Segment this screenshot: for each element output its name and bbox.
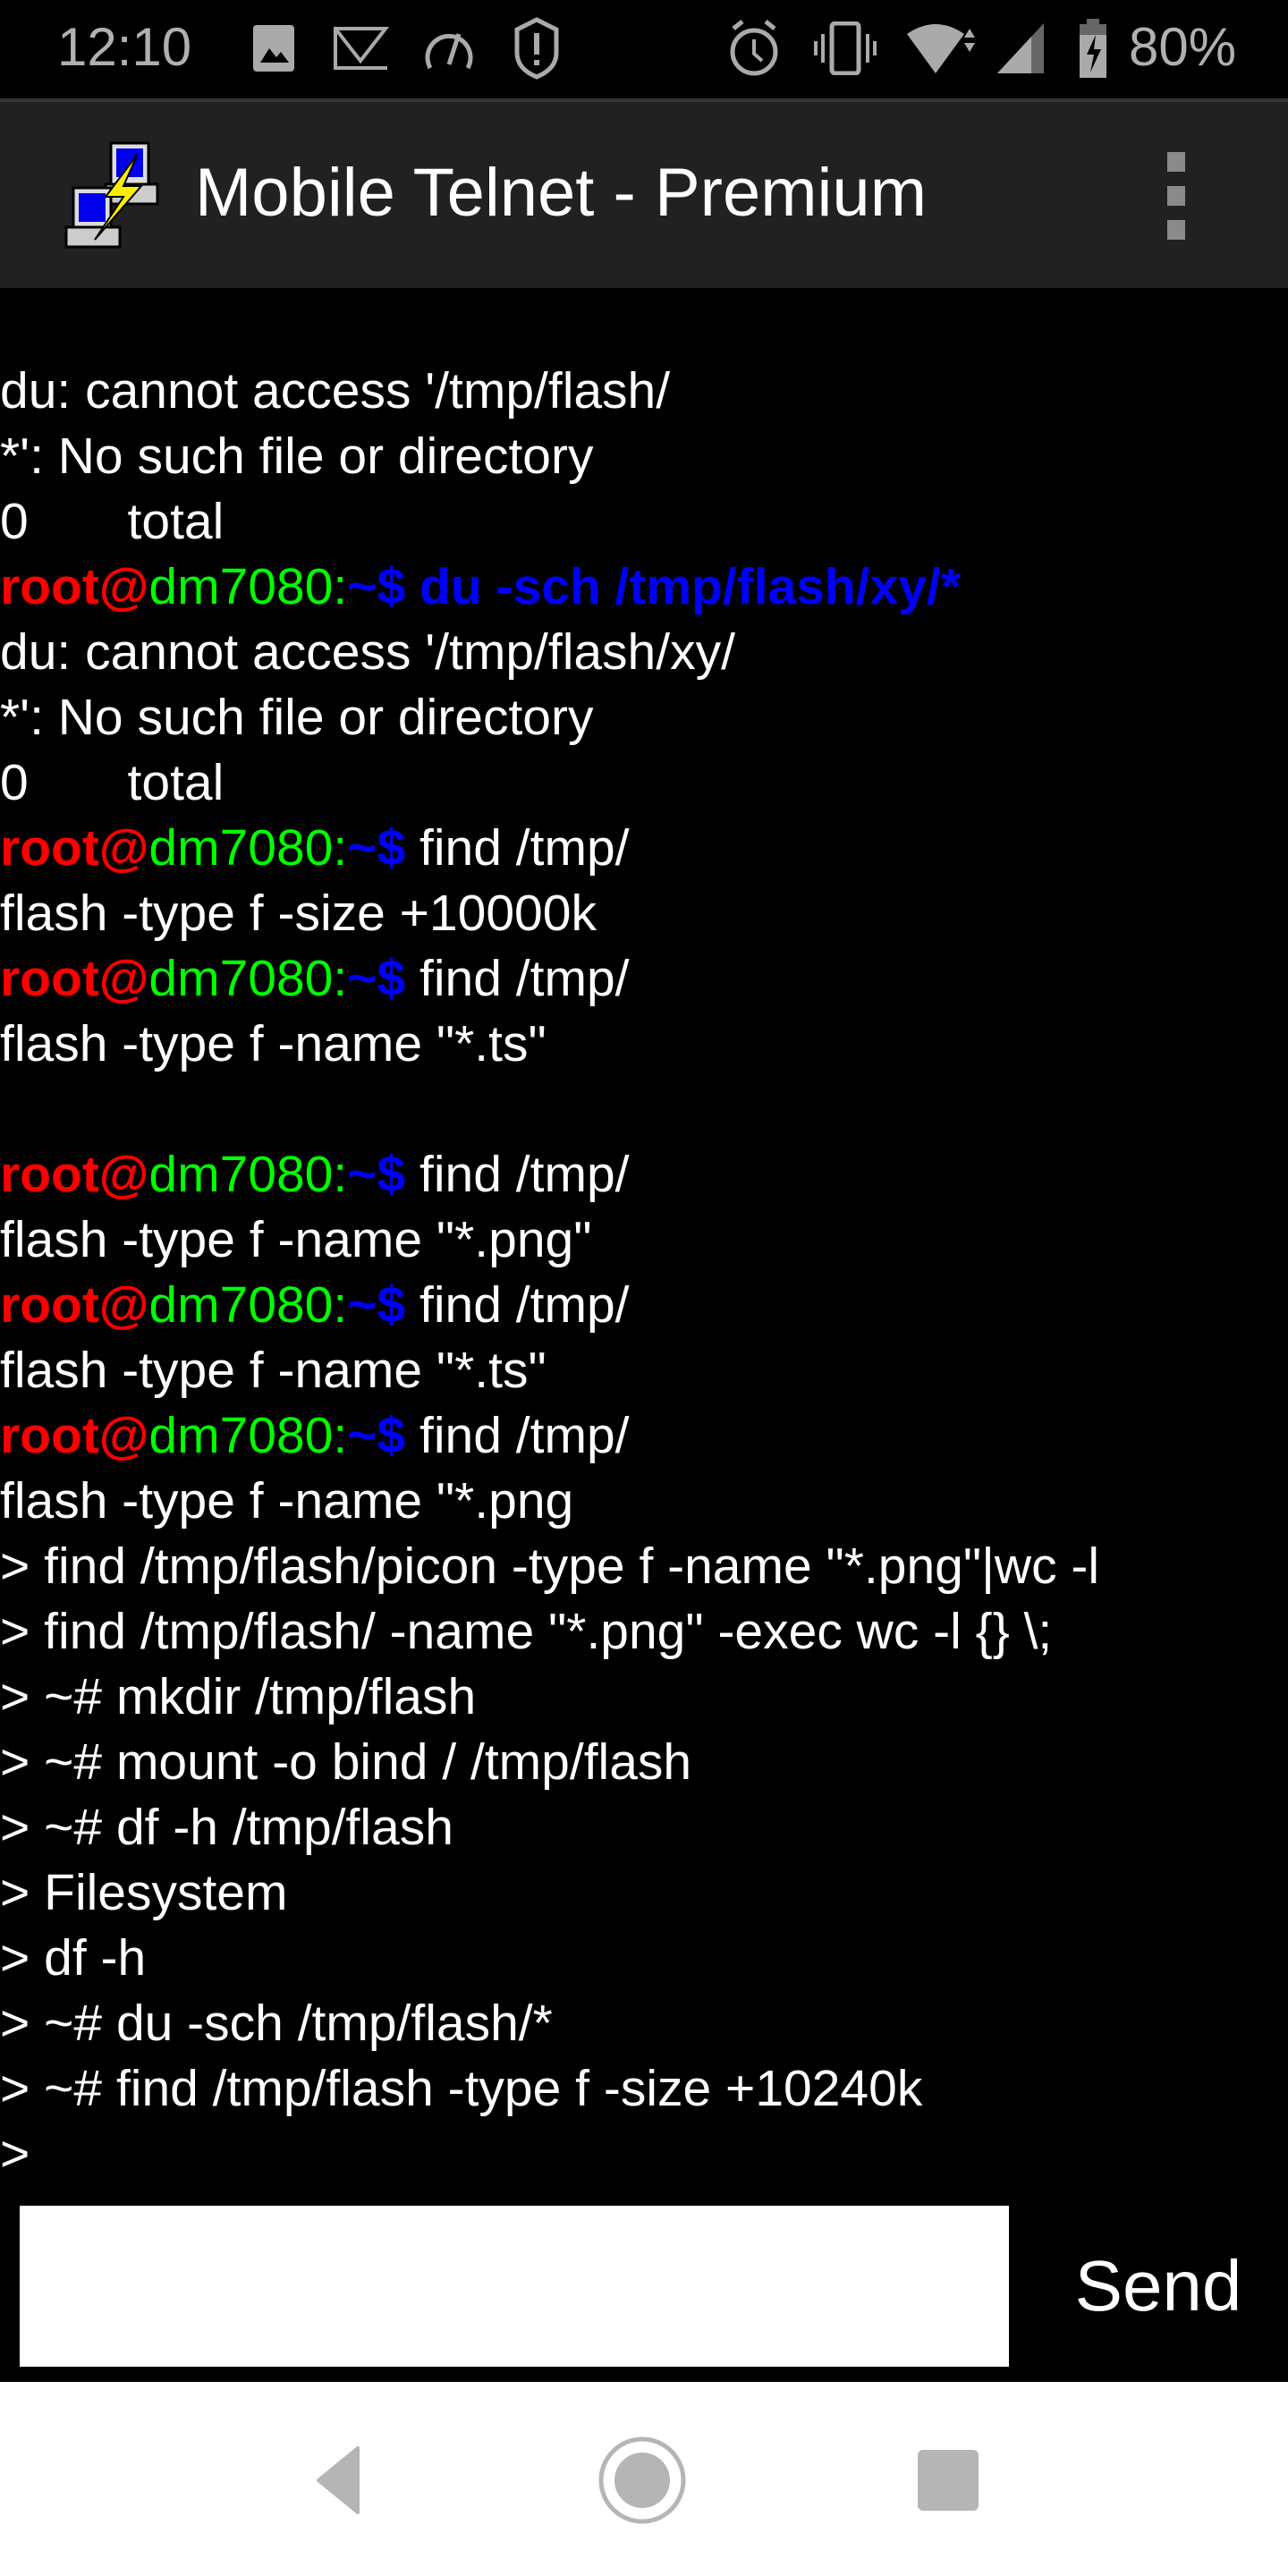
- output-text: >: [0, 2125, 30, 2182]
- prompt-host: dm7080:: [148, 558, 348, 615]
- output-text: flash -type f -size +10000k: [0, 885, 597, 942]
- terminal-line: root@dm7080:~$ find /tmp/: [0, 1403, 1288, 1469]
- prompt-path: ~$: [347, 1407, 406, 1464]
- output-text: find /tmp/: [405, 950, 630, 1007]
- prompt-host: dm7080:: [148, 1276, 348, 1334]
- output-text: > ~# find /tmp/flash -type f -size +1024…: [0, 2060, 923, 2117]
- output-text: 0 total: [0, 754, 225, 811]
- terminal-line: > ~# mount -o bind / /tmp/flash: [0, 1730, 1288, 1795]
- terminal-line: root@dm7080:~$ find /tmp/: [0, 1142, 1288, 1208]
- speedometer-icon: [422, 20, 476, 77]
- send-button[interactable]: Send: [1038, 2206, 1279, 2367]
- image-icon: [250, 20, 297, 77]
- output-text: find /tmp/: [405, 1276, 630, 1334]
- terminal-line: [0, 1077, 1288, 1142]
- terminal-line: root@dm7080:~$ du -sch /tmp/flash/xy/*: [0, 555, 1288, 620]
- mail-icon: [333, 20, 390, 77]
- prompt-path: ~$: [347, 950, 406, 1007]
- back-icon[interactable]: [297, 2436, 386, 2525]
- terminal-line: > df -h: [0, 1926, 1288, 1991]
- signal-icon: [995, 20, 1046, 77]
- terminal-line: du: cannot access '/tmp/flash/xy/: [0, 620, 1288, 685]
- battery-charging-icon: [1077, 16, 1109, 80]
- output-text: 0 total: [0, 493, 225, 550]
- terminal-line: *': No such file or directory: [0, 424, 1288, 489]
- terminal-line: flash -type f -name "*.ts": [0, 1012, 1288, 1077]
- terminal-output[interactable]: du: cannot access '/tmp/flash/ *': No suc…: [0, 288, 1288, 2184]
- terminal-line: > ~# mkdir /tmp/flash: [0, 1665, 1288, 1730]
- prompt-host: dm7080:: [148, 1407, 348, 1464]
- battery-percent: 80%: [1129, 17, 1237, 77]
- prompt-path: ~$ du -sch /tmp/flash/xy/*: [347, 558, 961, 615]
- command-input[interactable]: [20, 2206, 1009, 2367]
- home-icon[interactable]: [597, 2436, 687, 2525]
- output-text: > ~# mount -o bind / /tmp/flash: [0, 1733, 692, 1791]
- output-text: > Filesystem: [0, 1864, 288, 1921]
- prompt-host: dm7080:: [148, 1146, 348, 1203]
- output-text: flash -type f -name "*.png: [0, 1472, 574, 1530]
- terminal-line: flash -type f -name "*.png": [0, 1208, 1288, 1273]
- prompt-user: root@: [0, 1276, 149, 1334]
- terminal-line: *': No such file or directory: [0, 685, 1288, 750]
- prompt-host: dm7080:: [148, 819, 348, 877]
- telnet-computers-icon: [55, 134, 172, 250]
- output-text: > ~# df -h /tmp/flash: [0, 1799, 453, 1856]
- prompt-user: root@: [0, 558, 149, 615]
- terminal-line: > Filesystem: [0, 1860, 1288, 1926]
- output-text: find /tmp/: [405, 819, 630, 877]
- shield-alert-icon: [512, 13, 562, 84]
- output-text: *': No such file or directory: [0, 689, 594, 746]
- terminal-line: 0 total: [0, 750, 1288, 816]
- prompt-user: root@: [0, 1146, 149, 1203]
- terminal-line: du: cannot access '/tmp/flash/: [0, 359, 1288, 424]
- terminal-line: > ~# find /tmp/flash -type f -size +1024…: [0, 2056, 1288, 2122]
- output-text: du: cannot access '/tmp/flash/xy/: [0, 623, 735, 681]
- terminal-line: flash -type f -name "*.ts": [0, 1338, 1288, 1403]
- output-text: > find /tmp/flash/picon -type f -name "*…: [0, 1538, 1100, 1595]
- overflow-menu-icon[interactable]: [1158, 152, 1194, 242]
- terminal-line: root@dm7080:~$ find /tmp/: [0, 816, 1288, 881]
- status-bar: 12:10 80%: [0, 0, 1288, 97]
- output-text: > find /tmp/flash/ -name "*.png" -exec w…: [0, 1603, 1053, 1660]
- output-text: du: cannot access '/tmp/flash/: [0, 362, 671, 419]
- terminal-line: 0 total: [0, 489, 1288, 555]
- output-text: flash -type f -name "*.ts": [0, 1015, 547, 1072]
- terminal-line: flash -type f -name "*.png: [0, 1469, 1288, 1534]
- output-text: find /tmp/: [405, 1146, 630, 1203]
- recents-icon[interactable]: [903, 2436, 993, 2525]
- terminal-line: root@dm7080:~$ find /tmp/: [0, 946, 1288, 1012]
- prompt-host: dm7080:: [148, 950, 348, 1007]
- prompt-path: ~$: [347, 1146, 406, 1203]
- vibrate-icon: [812, 20, 878, 77]
- output-text: flash -type f -name "*.png": [0, 1211, 592, 1268]
- wifi-icon: [905, 20, 980, 77]
- navigation-bar: [0, 2382, 1288, 2576]
- app-bar: [0, 98, 1288, 288]
- terminal-line: > ~# du -sch /tmp/flash/*: [0, 1991, 1288, 2056]
- output-text: find /tmp/: [405, 1407, 630, 1464]
- terminal-line: >: [0, 2122, 1288, 2184]
- prompt-path: ~$: [347, 1276, 406, 1334]
- status-time: 12:10: [57, 17, 192, 77]
- output-text: > ~# mkdir /tmp/flash: [0, 1668, 477, 1725]
- prompt-user: root@: [0, 1407, 149, 1464]
- prompt-user: root@: [0, 819, 149, 877]
- alarm-icon: [728, 16, 780, 80]
- app-title: Mobile Telnet - Premium: [195, 155, 928, 231]
- prompt-path: ~$: [347, 819, 406, 877]
- terminal-line: > find /tmp/flash/picon -type f -name "*…: [0, 1534, 1288, 1599]
- terminal-line: > find /tmp/flash/ -name "*.png" -exec w…: [0, 1599, 1288, 1665]
- terminal-line: > ~# df -h /tmp/flash: [0, 1795, 1288, 1860]
- prompt-user: root@: [0, 950, 149, 1007]
- output-text: > ~# du -sch /tmp/flash/*: [0, 1995, 553, 2052]
- output-text: flash -type f -name "*.ts": [0, 1342, 547, 1399]
- terminal-line: root@dm7080:~$ find /tmp/: [0, 1273, 1288, 1338]
- output-text: *': No such file or directory: [0, 428, 594, 485]
- terminal-line: flash -type f -size +10000k: [0, 881, 1288, 946]
- output-text: > df -h: [0, 1929, 147, 1987]
